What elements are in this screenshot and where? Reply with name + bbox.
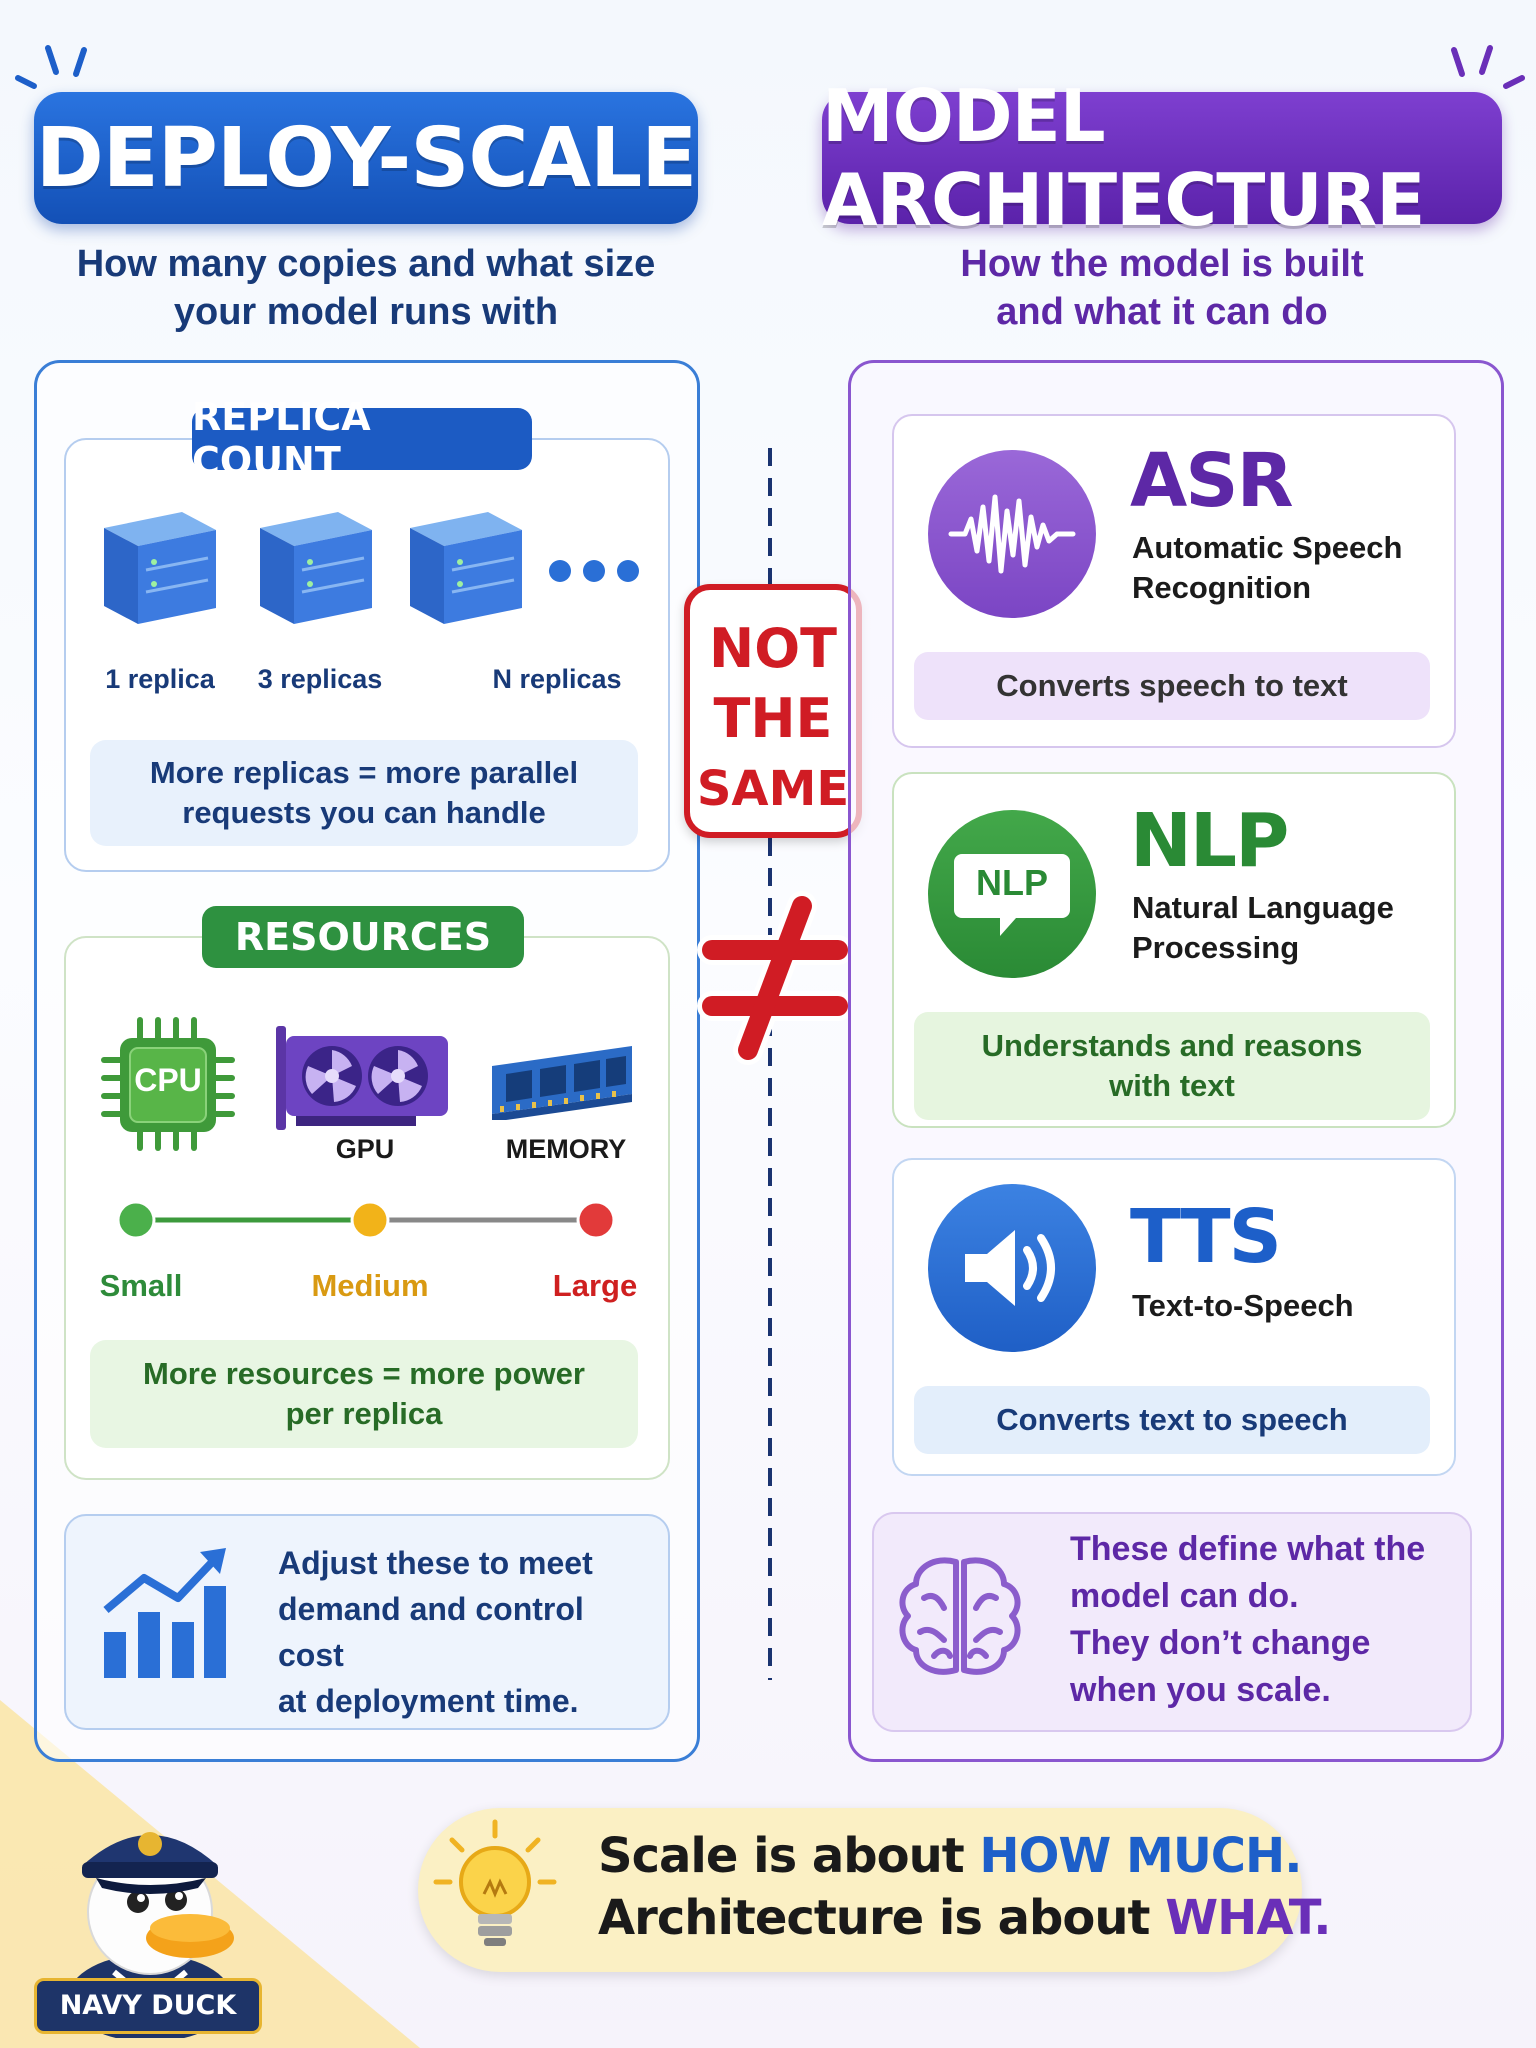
full-name-line: Recognition — [1132, 570, 1312, 605]
nlp-chat-icon — [928, 810, 1096, 978]
note-line: Understands and reasons — [981, 1028, 1363, 1063]
cpu-chip-text: CPU — [134, 1062, 202, 1098]
not-the-same-line: NOT — [709, 617, 837, 680]
full-name-line: Automatic Speech — [1132, 530, 1403, 565]
resources-note: More resources = more power per replica — [90, 1340, 638, 1448]
replica-label-1: 1 replica — [105, 664, 215, 694]
define-line: model can do. — [1070, 1577, 1299, 1615]
note-line: More resources = more power — [143, 1356, 585, 1391]
nlp-note: Understands and reasons with text — [914, 1012, 1430, 1120]
replica-label-n: N replicas — [492, 664, 622, 694]
tts-note: Converts text to speech — [914, 1386, 1430, 1454]
note-line: per replica — [285, 1396, 443, 1431]
define-line: when you scale. — [1070, 1671, 1331, 1709]
deploy-scale-header: DEPLOY-SCALE — [34, 92, 698, 224]
define-line: These define what the — [1070, 1530, 1426, 1568]
summary-emphasis-how-much: HOW MUCH. — [979, 1828, 1302, 1884]
subtitle-line: How many copies and what size — [76, 243, 656, 285]
note-line: with text — [1109, 1068, 1235, 1103]
define-line: They don’t change — [1070, 1624, 1371, 1662]
size-scale-track — [116, 1200, 616, 1240]
adjust-line: at deployment time. — [278, 1683, 579, 1719]
model-architecture-header: MODEL ARCHITECTURE — [822, 74, 1502, 242]
waveform-icon — [928, 450, 1096, 618]
summary-text: Architecture is about — [598, 1890, 1166, 1946]
subtitle-line: your model runs with — [173, 291, 559, 333]
lightbulb-icon — [433, 1819, 557, 1946]
subtitle-line: and what it can do — [996, 291, 1328, 333]
server-icon — [410, 512, 522, 624]
define-card — [872, 1512, 1472, 1732]
server-icon — [260, 512, 372, 624]
replica-count-label: REPLICA COUNT — [192, 395, 532, 483]
note-line: requests you can handle — [182, 795, 546, 830]
memory-label: MEMORY — [505, 1134, 627, 1164]
resources-label: RESOURCES — [202, 906, 524, 968]
nlp-title: NLP — [1130, 798, 1289, 884]
ellipsis-icon — [549, 560, 639, 582]
adjust-line: demand and control cost — [278, 1591, 584, 1673]
gpu-label: GPU — [335, 1134, 395, 1164]
nlp-icon-text: NLP — [976, 862, 1048, 903]
replica-note: More replicas = more parallel requests y… — [90, 740, 638, 846]
waveform-graphic — [948, 494, 1076, 574]
full-name-line: Natural Language — [1132, 890, 1394, 925]
not-equal-icon — [697, 891, 853, 1065]
memory-icon — [492, 1046, 632, 1120]
size-medium-label: Medium — [311, 1268, 429, 1303]
growth-chart-icon — [103, 1548, 226, 1678]
speaker-icon — [928, 1184, 1096, 1352]
navy-duck-badge: NAVY DUCK — [34, 1978, 262, 2034]
asr-full-name: Automatic Speech Recognition — [1132, 528, 1452, 608]
gpu-icon — [276, 1026, 448, 1130]
asr-note: Converts speech to text — [914, 652, 1430, 720]
note-line: More replicas = more parallel — [149, 755, 579, 790]
center-divider — [768, 448, 772, 1680]
subtitle-line: How the model is built — [960, 243, 1364, 285]
chat-bubble-graphic — [954, 854, 1070, 936]
full-name-line: Processing — [1132, 930, 1300, 965]
adjust-card — [64, 1514, 670, 1730]
not-the-same-line: SAME — [696, 761, 850, 817]
adjust-line: Adjust these to meet — [278, 1545, 593, 1581]
replica-label-3: 3 replicas — [257, 664, 383, 694]
summary-emphasis-what: WHAT. — [1165, 1890, 1331, 1946]
summary-banner — [418, 1808, 1302, 1972]
not-the-same-badge: NOT THE SAME — [684, 584, 862, 838]
asr-title: ASR — [1130, 438, 1294, 524]
tts-title: TTS — [1130, 1194, 1282, 1280]
brain-icon — [899, 1557, 1021, 1675]
summary-line-scale: Scale is about HOW MUCH. — [598, 1828, 1302, 1884]
size-large-label: Large — [552, 1268, 638, 1303]
adjust-text: Adjust these to meet demand and control … — [278, 1540, 658, 1724]
sparkle-right-icon — [1451, 45, 1525, 89]
speaker-graphic — [965, 1230, 1055, 1306]
define-text: These define what the model can do. They… — [1070, 1526, 1460, 1714]
nlp-full-name: Natural Language Processing — [1132, 888, 1452, 968]
deploy-scale-subtitle: How many copies and what size your model… — [34, 240, 698, 336]
not-the-same-line: THE — [713, 687, 833, 750]
sparkle-left-icon — [15, 45, 87, 89]
model-architecture-subtitle: How the model is built and what it can d… — [822, 240, 1502, 336]
summary-text: Scale is about — [598, 1828, 980, 1884]
summary-line-architecture: Architecture is about WHAT. — [598, 1890, 1331, 1946]
cpu-chip-icon — [101, 1017, 235, 1151]
tts-full-name: Text-to-Speech — [1132, 1288, 1354, 1323]
server-icon — [104, 512, 216, 624]
size-small-label: Small — [99, 1268, 183, 1303]
